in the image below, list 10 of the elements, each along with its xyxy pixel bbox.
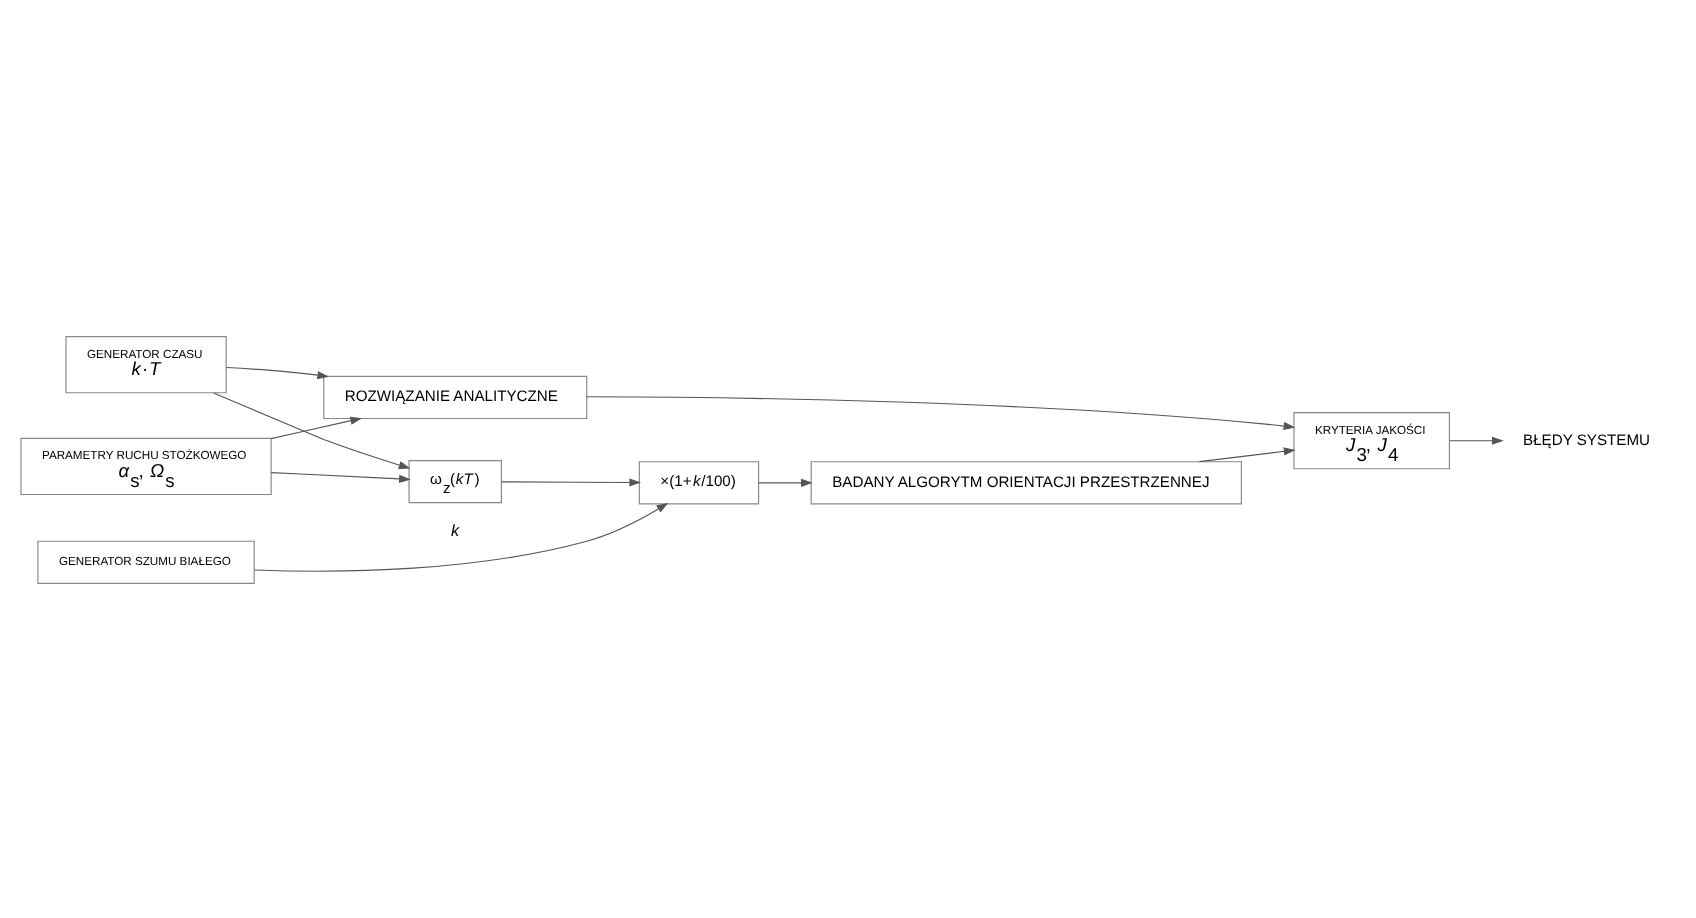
arrow xyxy=(270,471,411,482)
arrow xyxy=(586,395,1296,430)
arrow xyxy=(501,477,642,486)
arrow xyxy=(270,415,363,439)
arrow xyxy=(253,501,669,571)
arrow xyxy=(225,365,330,379)
arrow xyxy=(1449,435,1504,444)
arrow xyxy=(1198,446,1296,462)
arrow xyxy=(213,391,411,469)
arrow xyxy=(758,477,813,486)
